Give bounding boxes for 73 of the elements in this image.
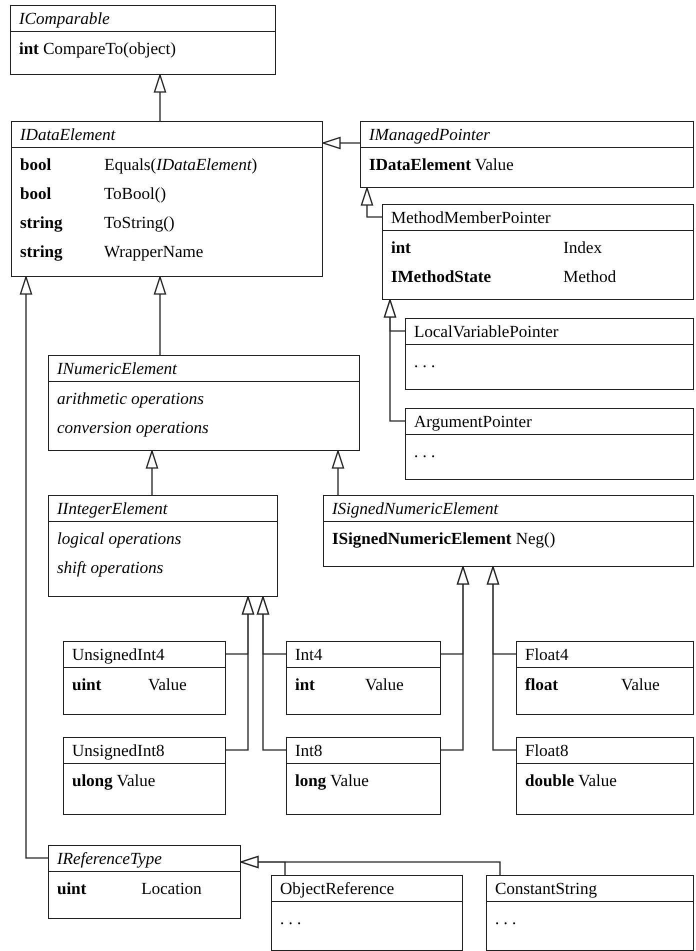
class-name: Float8	[517, 738, 693, 764]
class-box	[323, 495, 694, 567]
inheritance-arrow	[486, 566, 516, 751]
class-box	[271, 875, 463, 951]
class-name: MethodMemberPointer	[383, 205, 693, 231]
class-name: IManagedPointer	[361, 122, 693, 148]
inheritance-arrow	[441, 566, 470, 751]
class-box	[11, 121, 323, 277]
inheritance-arrow	[226, 596, 254, 751]
class-member: string ToString()	[20, 212, 176, 234]
class-box	[405, 408, 694, 480]
class-name: ObjectReference	[272, 876, 462, 902]
class-name: Int4	[287, 642, 440, 668]
class-member: int CompareTo(object)	[19, 38, 177, 60]
inheritance-arrow	[384, 299, 405, 422]
class-box	[63, 737, 226, 815]
inheritance-arrow	[256, 596, 286, 751]
class-member: IDataElement Value	[369, 154, 515, 176]
class-box	[63, 641, 226, 715]
class-member: . . .	[495, 908, 518, 930]
class-box	[516, 737, 694, 815]
class-name: IDataElement	[12, 122, 322, 148]
class-box	[382, 204, 694, 300]
class-member: . . .	[414, 441, 436, 463]
inheritance-arrow	[240, 856, 501, 875]
class-name: IIntegerElement	[49, 496, 277, 522]
class-member: . . .	[414, 351, 436, 373]
inheritance-arrow	[360, 187, 382, 218]
class-name: INumericElement	[49, 356, 359, 382]
class-box	[10, 5, 276, 75]
class-member: bool Equals(IDataElement)	[20, 154, 258, 176]
class-member: ulong Value	[72, 770, 156, 792]
class-name: Int8	[287, 738, 440, 764]
class-name: Float4	[517, 642, 693, 668]
class-box	[405, 318, 694, 390]
class-box	[286, 641, 441, 715]
class-name: IComparable	[11, 6, 275, 32]
class-name: ISignedNumericElement	[324, 496, 693, 522]
class-box	[48, 845, 241, 919]
class-name: ArgumentPointer	[406, 409, 693, 435]
class-member: conversion operations	[57, 417, 210, 439]
class-member: uint Location	[57, 878, 203, 900]
class-name: UnsignedInt4	[64, 642, 225, 668]
class-member: int Value	[295, 674, 405, 696]
class-box	[360, 121, 694, 188]
inheritance-arrow	[146, 450, 158, 495]
class-member: IMethodState Method	[391, 266, 618, 288]
class-name: ConstantString	[487, 876, 693, 902]
inheritance-arrow	[154, 74, 166, 121]
class-name: UnsignedInt8	[64, 738, 225, 764]
class-member: float Value	[525, 674, 661, 696]
class-member: ISignedNumericElement Neg()	[332, 528, 556, 550]
class-member: arithmetic operations	[57, 388, 205, 410]
class-member: . . .	[280, 908, 302, 930]
class-member: string WrapperName	[20, 241, 204, 263]
class-member: bool ToBool()	[20, 183, 168, 205]
inheritance-arrow	[322, 136, 360, 150]
inheritance-arrow	[20, 276, 48, 859]
class-box	[486, 875, 694, 951]
class-member: uint Value	[72, 674, 188, 696]
class-member: int Index	[391, 237, 603, 259]
class-member: long Value	[295, 770, 370, 792]
class-box	[286, 737, 441, 815]
class-box	[48, 495, 278, 597]
class-member: logical operations	[57, 528, 182, 550]
inheritance-arrow	[154, 276, 166, 355]
inheritance-arrow	[332, 450, 344, 495]
class-box	[516, 641, 694, 715]
class-member: double Value	[525, 770, 618, 792]
class-name: IReferenceType	[49, 846, 240, 872]
class-box	[48, 355, 360, 451]
class-name: LocalVariablePointer	[406, 319, 693, 345]
class-member: shift operations	[57, 557, 164, 579]
